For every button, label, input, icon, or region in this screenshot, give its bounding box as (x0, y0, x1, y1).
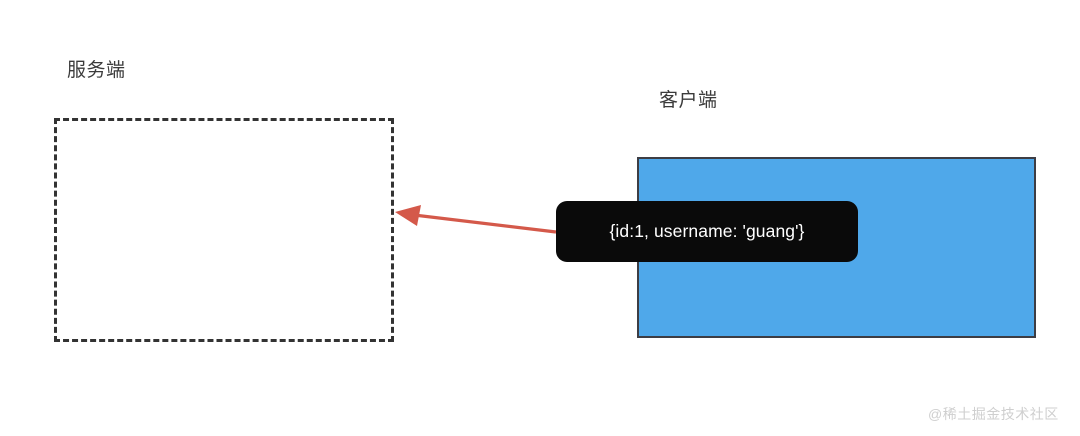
client-label: 客户端 (659, 90, 718, 111)
server-label: 服务端 (67, 60, 126, 81)
server-box (54, 118, 394, 342)
message-payload-tooltip: {id:1, username: 'guang'} (556, 201, 858, 262)
watermark: @稀土掘金技术社区 (928, 406, 1059, 422)
arrow-line (413, 213, 557, 234)
message-payload-text: {id:1, username: 'guang'} (609, 220, 805, 241)
arrow-head-icon (395, 205, 421, 226)
